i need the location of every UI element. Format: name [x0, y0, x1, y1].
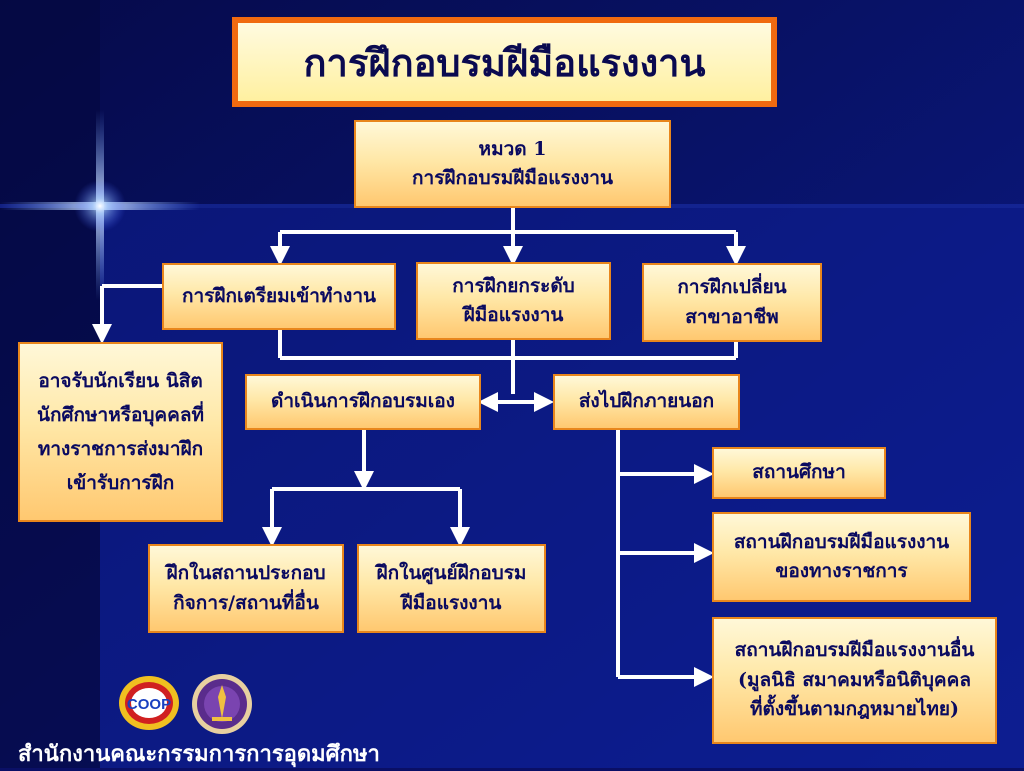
- node-gov-training-center: สถานฝึกอบรมฝีมือแรงงาน ของทางราชการ: [712, 512, 971, 602]
- node-external-training-label: ส่งไปฝึกภายนอก: [578, 390, 715, 413]
- node-external-training: ส่งไปฝึกภายนอก: [553, 374, 740, 430]
- node-upgrade-training-line1: การฝึกยกระดับ: [452, 274, 575, 297]
- node-workplace-training: ฝึกในสถานประกอบ กิจการ/สถานที่อื่น: [148, 544, 344, 633]
- node-other-training-center: สถานฝึกอบรมฝีมือแรงงานอื่น (มูลนิธิ สมาค…: [712, 617, 997, 744]
- node-gov-line2: ของทางราชการ: [775, 560, 908, 582]
- node-self-training-label: ดำเนินการฝึกอบรมเอง: [271, 390, 455, 413]
- node-career-change-training: การฝึกเปลี่ยน สาขาอาชีพ: [642, 263, 822, 342]
- node-other-line3: ที่ตั้งขึ้นตามกฎหมายไทย): [750, 698, 959, 721]
- node-admission-line2: นักศึกษาหรือบุคคลที่: [36, 403, 205, 426]
- node-admission-line3: ทางราชการส่งมาฝึก: [37, 438, 204, 460]
- node-admission: อาจรับนักเรียน นิสิต นักศึกษาหรือบุคคลที…: [18, 342, 223, 522]
- page-title: การฝึกอบรมฝีมือแรงงาน: [303, 39, 706, 85]
- node-prep-training: การฝึกเตรียมเข้าทำงาน: [162, 263, 396, 330]
- node-career-change-line1: การฝึกเปลี่ยน: [677, 276, 787, 299]
- node-upgrade-training: การฝึกยกระดับ ฝีมือแรงงาน: [416, 262, 611, 340]
- node-career-change-line2: สาขาอาชีพ: [685, 305, 779, 328]
- root-node: หมวด 1 การฝึกอบรมฝีมือแรงงาน: [354, 120, 671, 208]
- coop-logo-text: COOP: [127, 696, 171, 713]
- node-other-line1: สถานฝึกอบรมฝีมือแรงงานอื่น: [734, 639, 975, 662]
- node-workplace-line1: ฝึกในสถานประกอบ: [166, 562, 326, 585]
- node-school: สถานศึกษา: [712, 447, 886, 499]
- commission-seal-icon: [192, 674, 252, 734]
- coop-logo-icon: COOP: [119, 676, 179, 730]
- node-center-line1: ฝึกในศูนย์ฝึกอบรม: [376, 562, 527, 585]
- node-center-training: ฝึกในศูนย์ฝึกอบรม ฝีมือแรงงาน: [357, 544, 546, 633]
- page-title-box: การฝึกอบรมฝีมือแรงงาน: [232, 17, 777, 107]
- light-flare-icon: [74, 180, 126, 232]
- node-center-line2: ฝีมือแรงงาน: [401, 591, 502, 614]
- node-prep-training-label: การฝึกเตรียมเข้าทำงาน: [182, 284, 376, 307]
- node-other-line2: (มูลนิธิ สมาคมหรือนิติบุคคล: [738, 668, 971, 691]
- node-upgrade-training-line2: ฝีมือแรงงาน: [463, 304, 564, 326]
- node-self-training: ดำเนินการฝึกอบรมเอง: [245, 374, 481, 430]
- root-node-line2: การฝึกอบรมฝีมือแรงงาน: [412, 167, 613, 189]
- footer-org-name: สำนักงานคณะกรรมการการอุดมศึกษา: [18, 741, 380, 767]
- node-gov-line1: สถานฝึกอบรมฝีมือแรงงาน: [733, 530, 950, 553]
- node-admission-line4: เข้ารับการฝึก: [66, 472, 175, 495]
- node-admission-line1: อาจรับนักเรียน นิสิต: [38, 369, 203, 392]
- node-workplace-line2: กิจการ/สถานที่อื่น: [173, 591, 319, 614]
- node-school-label: สถานศึกษา: [752, 461, 846, 484]
- root-node-line1: หมวด 1: [478, 137, 547, 160]
